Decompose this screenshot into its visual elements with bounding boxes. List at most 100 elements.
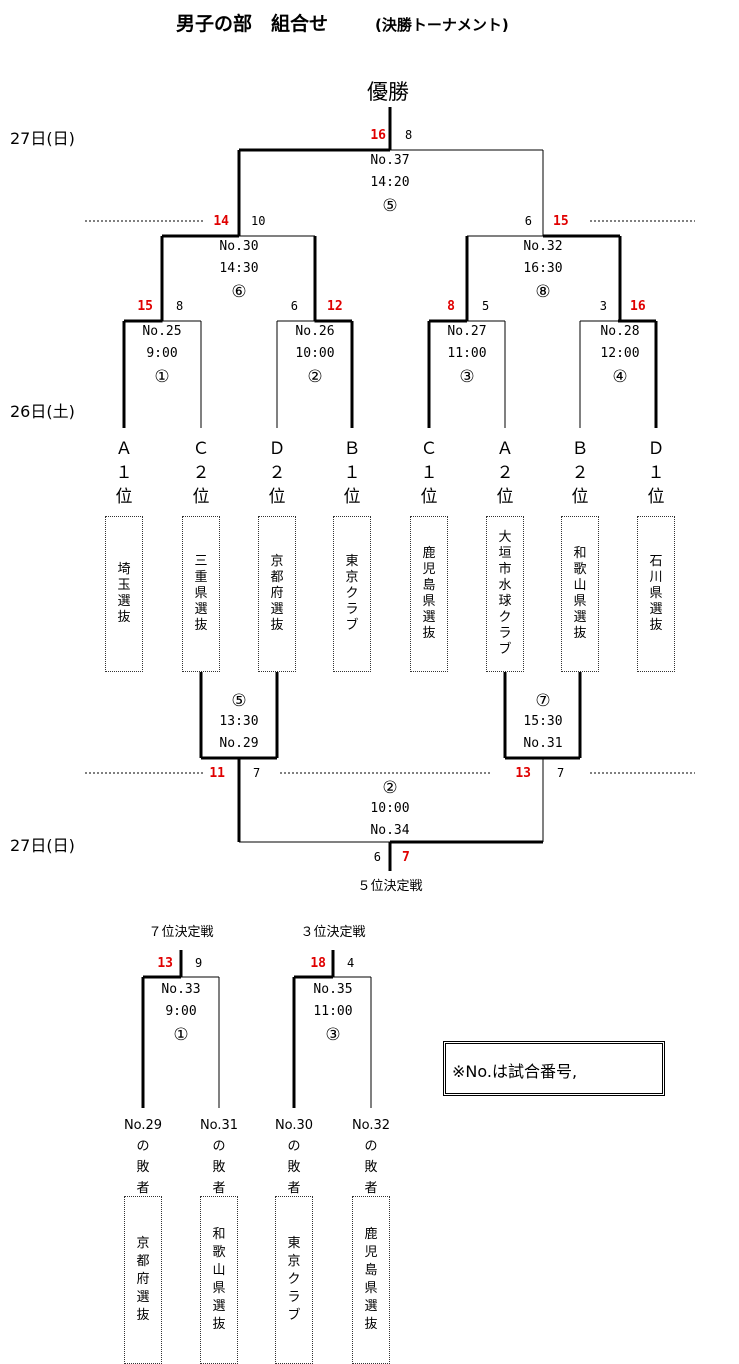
slot-group: Ａ (115, 439, 133, 459)
slot-group: Ｄ (647, 439, 665, 459)
team-box: 埼玉選抜 (105, 516, 143, 672)
loser-ref: No.32 (351, 1118, 391, 1133)
loser-sha: 者 (212, 1181, 226, 1196)
page-subtitle: (決勝トーナメント) (375, 16, 509, 34)
team-name: 和歌山県選抜 (573, 546, 587, 641)
playoff-label-5th: ５位決定戦 (357, 879, 423, 894)
slot-pos: 位 (496, 487, 514, 507)
team-name: 京都府選抜 (136, 1236, 150, 1323)
slot-rank: １ (647, 463, 665, 483)
team-name: 大垣市水球クラブ (498, 530, 512, 657)
loser-no: の (212, 1139, 226, 1154)
team-box: 京都府選抜 (124, 1196, 162, 1364)
team-name: 鹿児島県選抜 (422, 546, 436, 641)
score-right: 8 (176, 299, 184, 313)
slot-rank: １ (343, 463, 361, 483)
team-box: 鹿児島県選抜 (352, 1196, 390, 1364)
match-time: 11:00 (313, 1004, 353, 1019)
match-time: 13:30 (219, 714, 259, 729)
match-court: ⑤ (231, 691, 247, 711)
match-no: No.31 (523, 736, 563, 751)
loser-no: の (364, 1139, 378, 1154)
match-no: No.34 (370, 823, 410, 838)
match-court: ③ (459, 367, 475, 387)
slot-pos: 位 (115, 487, 133, 507)
match-no: No.35 (313, 982, 353, 997)
score-m34-left: 6 (373, 850, 381, 864)
day-label-final: 27日(日) (10, 129, 75, 148)
slot-pos: 位 (647, 487, 665, 507)
loser-ha: 敗 (136, 1160, 150, 1175)
slot-group: Ｄ (268, 439, 286, 459)
match-time: 10:00 (295, 346, 335, 361)
loser-no: の (136, 1139, 150, 1154)
slot-pos: 位 (343, 487, 361, 507)
page-title: 男子の部 組合せ (176, 13, 329, 35)
slot-rank: １ (115, 463, 133, 483)
slot-group: Ｂ (343, 439, 361, 459)
score-left: 15 (137, 299, 153, 314)
match-no: No.28 (600, 324, 640, 339)
playoff-label-3rd: ３位決定戦 (300, 925, 366, 940)
loser-no: の (287, 1139, 301, 1154)
score-left: 14 (213, 214, 229, 229)
score-left: 6 (290, 299, 298, 313)
playoff-label-7th: ７位決定戦 (148, 925, 214, 940)
match-no: No.26 (295, 324, 335, 339)
team-name: 三重県選抜 (194, 554, 208, 633)
slot-group: Ａ (496, 439, 514, 459)
score-m31-loser: 13 (515, 766, 531, 781)
match-no: No.27 (447, 324, 487, 339)
match-time: 16:30 (523, 261, 563, 276)
match-court: ② (382, 778, 398, 798)
slot-rank: ２ (268, 463, 286, 483)
match-time: 9:00 (165, 1004, 197, 1019)
match-court: ④ (612, 367, 628, 387)
match-no: No.32 (523, 239, 563, 254)
score-m29-loser: 11 (209, 766, 225, 781)
team-name: 和歌山県選抜 (212, 1227, 226, 1332)
score-m34-right: 7 (402, 850, 410, 865)
team-box: 東京クラブ (333, 516, 371, 672)
slot-rank: ２ (192, 463, 210, 483)
score-m29-other: 7 (253, 766, 261, 780)
team-name: 東京クラブ (287, 1236, 301, 1323)
match-no: No.30 (219, 239, 259, 254)
team-box: 大垣市水球クラブ (486, 516, 524, 672)
score-right: 16 (630, 299, 646, 314)
match-time: 12:00 (600, 346, 640, 361)
match-court: ② (307, 367, 323, 387)
match-court: ⑥ (231, 282, 247, 302)
score-left: 13 (157, 956, 173, 971)
score-right: 12 (327, 299, 343, 314)
match-time: 9:00 (146, 346, 178, 361)
loser-sha: 者 (364, 1181, 378, 1196)
match-no: No.33 (161, 982, 201, 997)
team-name: 石川県選抜 (649, 554, 663, 633)
slot-pos: 位 (571, 487, 589, 507)
score-right: 9 (195, 956, 203, 970)
score-left: 18 (310, 956, 326, 971)
match-court: ① (173, 1025, 189, 1045)
match-court: ⑦ (535, 691, 551, 711)
match-no: No.29 (219, 736, 259, 751)
slot-pos: 位 (268, 487, 286, 507)
score-left: 16 (370, 128, 386, 143)
champion-label: 優勝 (367, 80, 409, 104)
loser-ha: 敗 (364, 1160, 378, 1175)
match-time: 11:00 (447, 346, 487, 361)
team-box: 東京クラブ (275, 1196, 313, 1364)
team-name: 埼玉選抜 (117, 562, 131, 625)
match-time: 15:30 (523, 714, 563, 729)
loser-ref: No.31 (199, 1118, 239, 1133)
match-court: ③ (325, 1025, 341, 1045)
score-right: 8 (405, 128, 413, 142)
score-right: 5 (482, 299, 490, 313)
loser-sha: 者 (287, 1181, 301, 1196)
loser-ref: No.30 (274, 1118, 314, 1133)
slot-rank: ２ (571, 463, 589, 483)
team-box: 京都府選抜 (258, 516, 296, 672)
day-label-first-round: 26日(土) (10, 402, 75, 421)
